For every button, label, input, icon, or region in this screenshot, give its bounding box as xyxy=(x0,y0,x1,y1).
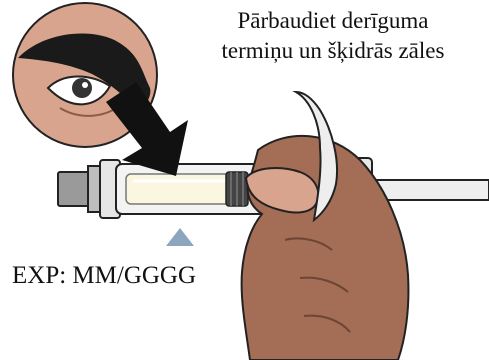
triangle-marker-icon xyxy=(166,228,194,246)
expiry-label: EXP: MM/GGGG xyxy=(12,262,196,290)
instruction-caption: Pārbaudiet derīguma termiņu un šķidrās z… xyxy=(183,6,483,66)
instruction-line-2: termiņu un šķidrās zāles xyxy=(183,36,483,66)
instruction-line-1: Pārbaudiet derīguma xyxy=(183,6,483,36)
